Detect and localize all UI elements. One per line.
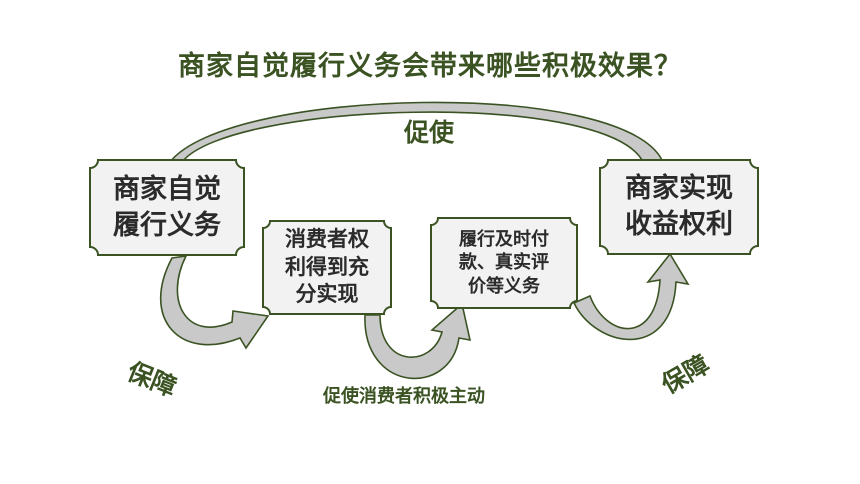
consumer-duty-box-shape xyxy=(430,217,578,309)
merchant-benefit-box-shape xyxy=(599,159,759,255)
consumer-rights-box: 消费者权 利得到充 分实现 xyxy=(285,226,369,307)
merchant-duty-box-shape xyxy=(89,159,245,256)
diagram-title: 商家自觉履行义务会带来哪些积极效果？ xyxy=(178,51,682,82)
promote-top-label: 促使 xyxy=(404,118,455,147)
promote-bottom-label: 促使消费者积极主动 xyxy=(323,386,485,407)
right-curved-arrow xyxy=(572,252,690,341)
merchant-duty-box: 商家自觉 履行义务 xyxy=(113,173,221,241)
consumer-rights-box-shape xyxy=(262,220,392,315)
consumer-duty-box: 履行及时付 款、真实评 价等义务 xyxy=(459,228,549,297)
left-curved-arrow xyxy=(160,254,270,350)
merchant-benefit-box: 商家实现 收益权利 xyxy=(625,173,733,240)
middle-curved-arrow xyxy=(364,302,472,380)
